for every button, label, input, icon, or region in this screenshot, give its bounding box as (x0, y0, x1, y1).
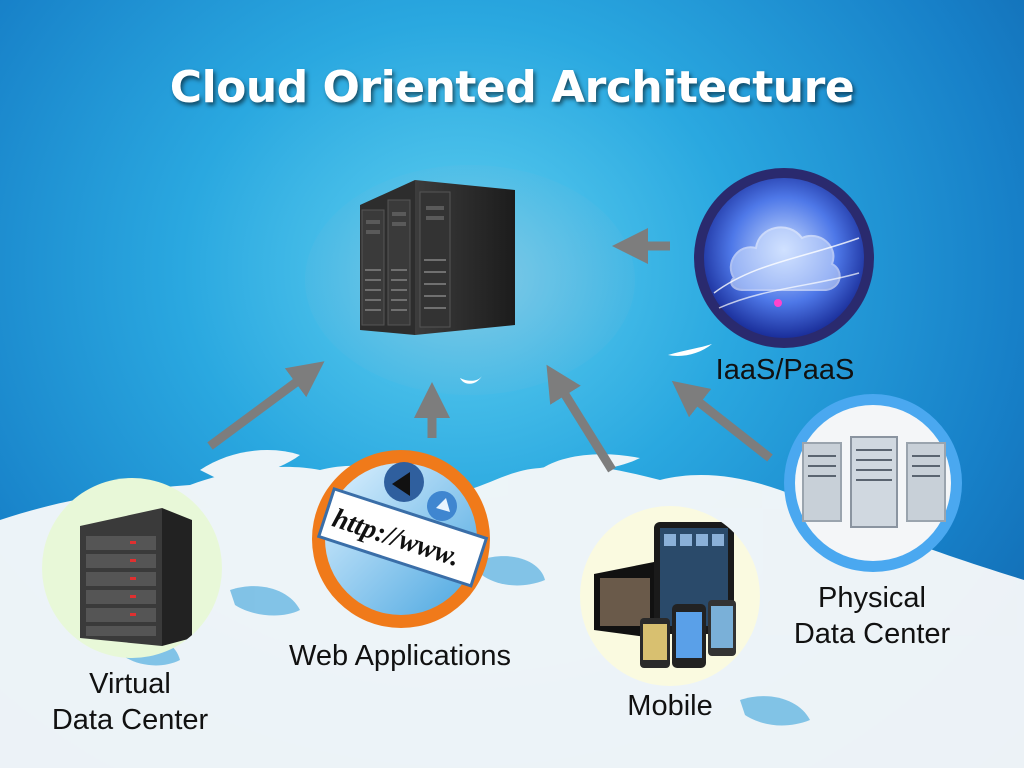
arrow-mobile-to-cloud (546, 364, 616, 473)
server-cabinet-icon (80, 508, 192, 646)
web-applications-label: Web Applications (289, 640, 511, 672)
virtual-label-line1: Virtual (89, 668, 171, 700)
virtual-data-center-label: Virtual Data Center (30, 666, 230, 738)
virtual-data-center-node (42, 478, 222, 658)
physical-data-center-node (784, 394, 962, 572)
iaas-paas-node (694, 168, 874, 348)
web-applications-node: http://www. (312, 450, 490, 628)
arrow-physical-to-cloud (671, 380, 773, 462)
virtual-label-line2: Data Center (51, 704, 209, 736)
physical-label-line2: Data Center (793, 618, 951, 650)
server-racks-in-cloud-icon (305, 165, 635, 395)
physical-data-center-label: Physical Data Center (772, 580, 972, 652)
browser-address-bar-icon: http://www. (316, 462, 489, 615)
mobile-label: Mobile (627, 690, 713, 722)
cloud-network-icon (704, 178, 864, 338)
physical-label-line1: Physical (818, 582, 926, 614)
mobile-node (580, 506, 760, 686)
server-rack-cluster-icon (795, 405, 951, 561)
mobile-devices-icon (594, 522, 736, 668)
arrow-virtual-to-cloud (207, 361, 325, 450)
cloud-highlight (668, 344, 712, 356)
slide-title: Cloud Oriented Architecture (169, 62, 855, 113)
iaas-paas-label: IaaS/PaaS (715, 354, 855, 386)
